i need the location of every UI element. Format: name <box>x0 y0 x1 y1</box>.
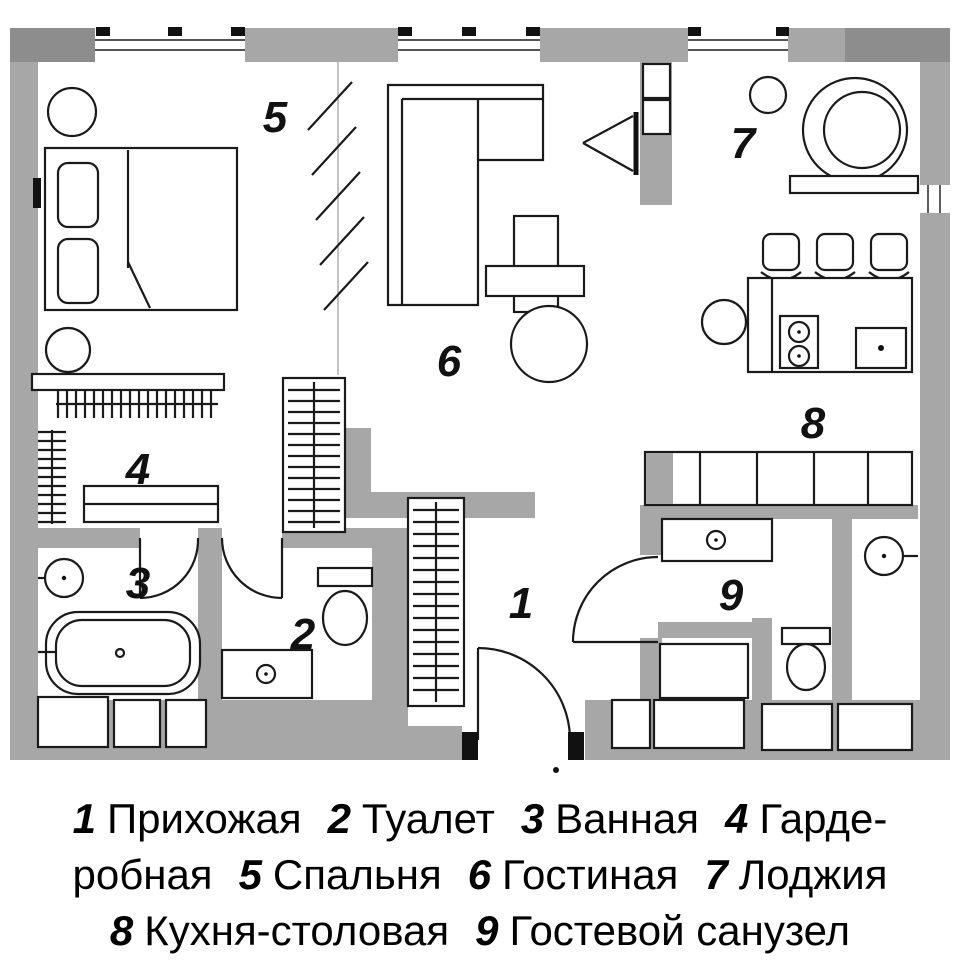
legend-number: 1 <box>72 795 96 842</box>
kitchen-furniture <box>643 232 914 507</box>
tv-angle-lines <box>582 115 634 172</box>
legend-room-name: Прихожая <box>106 795 302 842</box>
legend-number: 4 <box>725 795 749 842</box>
closet-column <box>281 376 347 534</box>
rail-hangers <box>38 430 66 524</box>
shelf-cabinet <box>641 98 672 136</box>
bedroom-furniture <box>30 62 369 392</box>
window-top-left <box>95 27 245 62</box>
living-room-furniture <box>386 83 639 384</box>
floor-plan-drawing: 1 2 3 4 5 6 7 8 9 <box>10 27 950 773</box>
pillow <box>56 161 100 229</box>
toilet-door-swing <box>220 537 283 600</box>
right-wall-opening <box>918 185 950 213</box>
legend-room-name: Гарде- <box>759 795 888 842</box>
bar-stool <box>815 232 855 272</box>
toilet-room-fixtures <box>220 537 374 700</box>
threshold-mark <box>462 732 478 760</box>
legend-room-name: Гостевой санузел <box>509 907 851 954</box>
guest-bath-fixtures <box>571 517 918 700</box>
wall-lamp-icon <box>33 178 41 208</box>
legend-room-name: Туалет <box>361 795 495 842</box>
coffee-table <box>484 264 586 298</box>
legend-number: 9 <box>475 907 499 954</box>
bathroom-fixtures <box>38 537 202 696</box>
bar-stool <box>869 232 909 272</box>
blanket-fold <box>127 261 151 309</box>
entrance-door <box>462 646 584 773</box>
legend-room-name: Ванная <box>555 795 700 842</box>
room-label-1: 1 <box>509 579 533 628</box>
chair <box>509 304 589 384</box>
bathtub-drain <box>114 647 126 659</box>
legend-number: 2 <box>327 795 351 842</box>
loggia-furniture <box>641 62 920 195</box>
bottom-storage-boxes <box>36 695 914 752</box>
legend-number: 5 <box>238 851 262 898</box>
legend-room-name: Кухня-столовая <box>144 907 450 954</box>
guest-vanity-sink <box>705 529 727 551</box>
floor-plan: 1 2 3 4 5 6 7 8 9 <box>10 27 950 773</box>
legend-room-name: Гостиная <box>502 851 679 898</box>
wardrobe-hatch <box>307 81 369 311</box>
sofa-backrest-lines <box>400 97 543 305</box>
legend-room-name: робная <box>72 851 213 898</box>
wardrobe-room-fittings <box>38 390 220 524</box>
loggia-desk <box>788 174 920 195</box>
papasan-chair-inner <box>822 90 902 170</box>
legend-number: 8 <box>109 907 134 954</box>
console-table <box>512 214 560 314</box>
bar-stool <box>761 232 801 272</box>
legend-room-name: Спальня <box>272 851 442 898</box>
guest-wc-tank <box>780 626 832 646</box>
legend-number: 6 <box>467 851 492 898</box>
room-label-7: 7 <box>731 119 758 168</box>
vanity-sink <box>255 663 277 685</box>
room-label-4: 4 <box>125 445 150 494</box>
window-top-right <box>688 27 789 62</box>
room-label-3: 3 <box>126 559 150 608</box>
room-label-5: 5 <box>263 93 288 142</box>
legend-number: 3 <box>520 795 545 842</box>
room-label-8: 8 <box>801 399 826 448</box>
plan-dot <box>553 767 559 773</box>
shower-tray <box>658 642 750 700</box>
room-label-2: 2 <box>290 610 316 659</box>
legend-room-name: Лоджия <box>738 851 888 898</box>
window-top-center <box>398 27 540 62</box>
hallway-closet <box>406 496 466 708</box>
shelf-cabinet <box>641 62 672 100</box>
legend-number: 7 <box>704 851 728 898</box>
bedside-stool <box>44 326 92 374</box>
wc-bowl <box>321 589 369 647</box>
kitchen-cabinets-row <box>643 450 914 507</box>
bedside-stool <box>46 86 98 138</box>
wc-tank <box>316 566 374 588</box>
guest-wc-bowl <box>785 642 827 692</box>
rail-hangers <box>56 390 213 418</box>
pillow <box>56 237 100 305</box>
low-shelf <box>30 372 226 392</box>
room-label-9: 9 <box>719 571 744 620</box>
guest-bath-door-swing <box>571 555 659 643</box>
entrance-door-swing <box>477 646 572 739</box>
bathroom-door-swing <box>139 537 200 600</box>
side-table <box>748 75 788 115</box>
kitchen-chair <box>700 298 748 346</box>
entrance-opening <box>462 726 585 760</box>
threshold-mark <box>568 732 584 760</box>
room-label-6: 6 <box>437 337 462 386</box>
